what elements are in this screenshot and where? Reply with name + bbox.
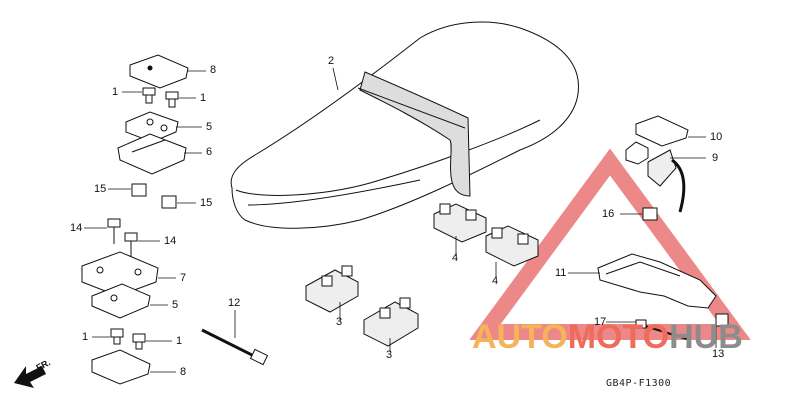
callout-8-lower: 8 xyxy=(180,366,187,378)
diagram-code: GB4P-F1300 xyxy=(606,378,672,389)
bracket-5-lower-part xyxy=(91,283,151,319)
callout-13: 13 xyxy=(712,348,725,360)
callout-15-a: 15 xyxy=(94,183,107,195)
nut-16-part xyxy=(642,207,658,221)
callout-12: 12 xyxy=(228,297,241,309)
front-direction-arrow-icon xyxy=(14,366,46,388)
rubber-block-3-part xyxy=(305,265,419,347)
watermark-logo: AUTOMOTOHUB xyxy=(472,320,743,354)
bolt-1-lower-part xyxy=(110,328,146,350)
rubber-block-4-part xyxy=(433,203,539,267)
callout-7: 7 xyxy=(180,272,187,284)
callout-3-a: 3 xyxy=(336,316,343,328)
callout-4-b: 4 xyxy=(492,275,499,287)
callout-6: 6 xyxy=(206,146,213,158)
leader-lines xyxy=(84,67,717,373)
callout-10: 10 xyxy=(710,131,723,143)
callout-5-upper: 5 xyxy=(206,121,213,133)
nut-13-part xyxy=(715,313,729,327)
bolt-1-part xyxy=(142,87,179,108)
bolt-14-part xyxy=(107,218,138,258)
hook-9-part xyxy=(625,141,686,213)
watermark-auto: AUTO xyxy=(472,318,568,356)
seat-part xyxy=(230,21,579,229)
callout-9: 9 xyxy=(712,152,719,164)
bolt-12-part xyxy=(201,328,269,366)
callout-11: 11 xyxy=(555,267,567,279)
watermark-triangle-icon xyxy=(469,148,751,340)
callout-16: 16 xyxy=(602,208,615,220)
callout-2: 2 xyxy=(328,55,335,67)
bracket-7-part xyxy=(81,251,159,297)
watermark-hub: HUB xyxy=(669,318,743,356)
callout-5-lower: 5 xyxy=(172,299,179,311)
nut-15-part xyxy=(131,183,177,209)
watermark-moto: MOTO xyxy=(567,318,670,356)
callout-15-b: 15 xyxy=(200,197,213,209)
bracket-5-upper-part xyxy=(125,111,179,143)
plate-10-part xyxy=(635,115,689,147)
callout-3-b: 3 xyxy=(386,349,393,361)
callout-4-a: 4 xyxy=(452,252,459,264)
bracket-11-part xyxy=(597,253,717,309)
callout-17: 17 xyxy=(594,316,607,328)
callout-1-d: 1 xyxy=(176,335,183,347)
bolt-17-part xyxy=(635,319,691,341)
callout-1-b: 1 xyxy=(200,92,207,104)
callout-14-a: 14 xyxy=(70,222,83,234)
bracket-6-part xyxy=(117,133,187,175)
plate-8-lower-part xyxy=(91,349,151,385)
plate-8-top-part xyxy=(129,54,189,89)
callout-1-c: 1 xyxy=(82,331,89,343)
callout-14-b: 14 xyxy=(164,235,177,247)
callout-1-a: 1 xyxy=(112,86,119,98)
callout-8-top: 8 xyxy=(210,64,217,76)
